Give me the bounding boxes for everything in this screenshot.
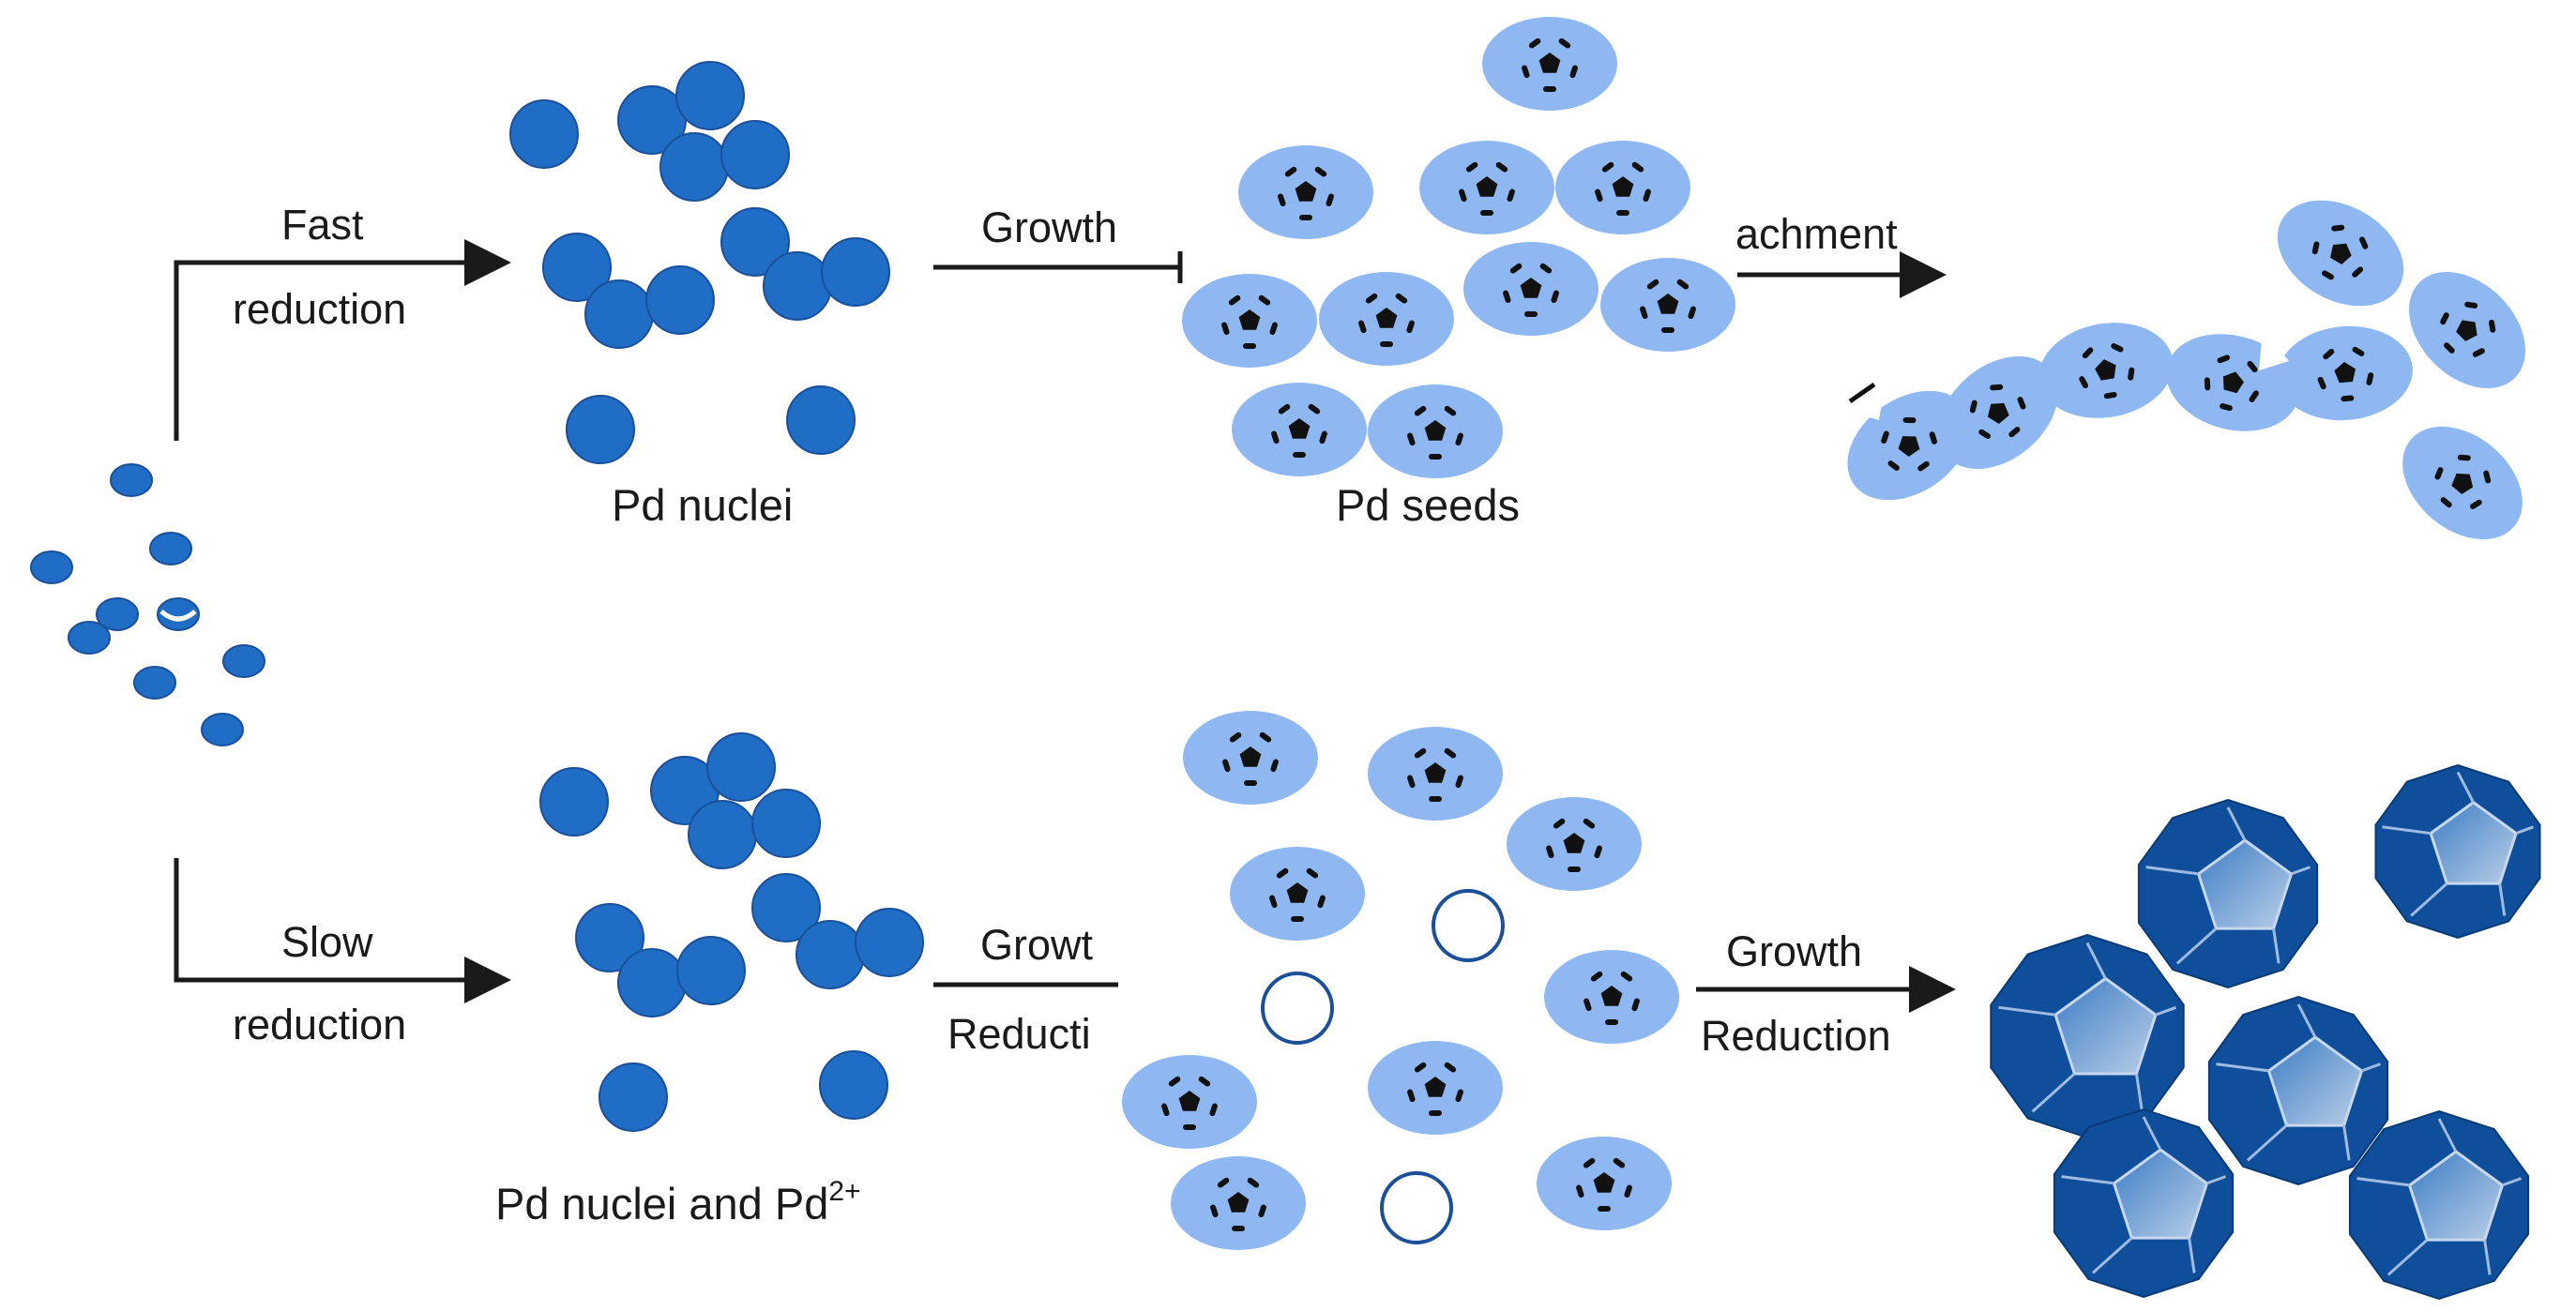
precursor-ion-icon bbox=[96, 597, 139, 631]
pd-seed-icon bbox=[1232, 383, 1367, 476]
pd-seed-icon bbox=[1507, 797, 1642, 891]
seed-notch-mark bbox=[1848, 382, 1876, 404]
pd-dodecahedra bbox=[1990, 763, 2541, 1301]
bottom-reduction-cut-label: Reducti bbox=[947, 1010, 1091, 1058]
pd-seed-icon bbox=[2277, 200, 2404, 307]
pd-seed-icon bbox=[2038, 323, 2174, 418]
seed-notch bbox=[2259, 330, 2289, 370]
bottom-growth-cut-label: Growt bbox=[980, 921, 1094, 969]
pd-seed-icon bbox=[1368, 1041, 1503, 1135]
pd-seed-icon bbox=[1463, 242, 1599, 336]
pd-nucleus-icon bbox=[751, 873, 821, 942]
pd-seed-icon bbox=[1368, 727, 1503, 821]
pd-nucleus-icon bbox=[566, 395, 635, 464]
pd-nucleus-icon bbox=[584, 279, 654, 349]
fast-reduction-arrow bbox=[174, 239, 511, 441]
pd-nucleus-icon bbox=[855, 908, 924, 977]
precursor-ion-icon bbox=[149, 532, 192, 565]
pd-seed-icon bbox=[1238, 145, 1373, 239]
pd-seed-icon bbox=[1555, 141, 1690, 234]
precursor-ion-icon bbox=[157, 597, 200, 631]
pd-ion-charge: 2+ bbox=[828, 1176, 860, 1207]
precursor-ion-icon bbox=[222, 644, 265, 678]
top-growth-label: Growth bbox=[981, 203, 1117, 251]
bottom-growth-label: Growth bbox=[1726, 927, 1862, 975]
pd-nucleus-icon bbox=[763, 251, 832, 321]
pd-seeds bbox=[1122, 17, 2525, 1250]
bottom-reduction-label: Reduction bbox=[1701, 1012, 1891, 1060]
pd-seed-icon bbox=[2278, 325, 2413, 421]
pd-nucleus-icon bbox=[720, 207, 790, 277]
pd-nucleus-icon bbox=[509, 99, 579, 169]
pd-seed-icon bbox=[1230, 847, 1365, 941]
pd-nucleus-icon bbox=[751, 789, 821, 858]
pd-dodecahedron-icon bbox=[2374, 763, 2541, 940]
pd-seed-icon bbox=[1938, 355, 2058, 470]
pd-nucleus-icon bbox=[599, 1062, 668, 1132]
precursor-ion-icon bbox=[68, 621, 111, 655]
pd-dodecahedron-icon bbox=[2348, 1109, 2530, 1301]
labels: Fast reduction Slow reduction Growth ach… bbox=[233, 201, 1898, 1228]
pd-nuclei-and-text: Pd nuclei and Pd bbox=[495, 1179, 828, 1228]
pd-seed-icon bbox=[1544, 950, 1679, 1044]
pd-seed-icon bbox=[2402, 426, 2523, 540]
pd-nucleus-icon bbox=[796, 920, 865, 989]
pd-nucleus-icon bbox=[720, 120, 790, 189]
pd-seed-icon bbox=[1419, 141, 1554, 234]
pd-nucleus-icon bbox=[659, 132, 729, 202]
pd-nucleus-icon bbox=[819, 1050, 888, 1120]
slow-reduction-label: reduction bbox=[233, 1001, 406, 1048]
pd2plus-ion-icon bbox=[1261, 972, 1334, 1045]
pd-nucleus-icon bbox=[675, 61, 745, 130]
fast-label: Fast bbox=[281, 201, 364, 249]
reaction-arrows bbox=[174, 239, 1956, 1013]
top-attachment-label: achment bbox=[1735, 210, 1898, 258]
pd-seed-icon bbox=[1600, 258, 1735, 352]
pd-dodecahedron-icon bbox=[2207, 995, 2389, 1186]
pd-seed-icon bbox=[1482, 17, 1617, 111]
pd-nucleus-icon bbox=[539, 767, 609, 836]
precursor-ion-icon bbox=[133, 666, 176, 700]
pd-nucleus-icon bbox=[688, 800, 757, 869]
pd-dodecahedron-icon bbox=[2053, 1108, 2235, 1299]
pd-seed-icon bbox=[1182, 274, 1317, 368]
pd-nucleus-icon bbox=[676, 936, 746, 1005]
pd-nuclei bbox=[509, 61, 924, 1132]
pd2plus-ion-icon bbox=[1380, 1171, 1453, 1244]
precursor-ions bbox=[30, 463, 265, 746]
pd-seed-icon bbox=[1122, 1055, 1257, 1149]
pd-seed-icon bbox=[1319, 272, 1454, 366]
pd-nuclei-label: Pd nuclei bbox=[612, 480, 793, 530]
pd-seeds-label: Pd seeds bbox=[1336, 480, 1520, 530]
precursor-ion-icon bbox=[201, 713, 244, 746]
pd-seed-icon bbox=[1368, 384, 1503, 478]
pd-nucleus-icon bbox=[575, 903, 644, 972]
pd-nucleus-icon bbox=[821, 237, 890, 307]
pd-seed-icon bbox=[2409, 272, 2525, 388]
pd-seed-icon bbox=[1183, 711, 1318, 805]
pd-nucleus-icon bbox=[706, 732, 776, 802]
seed-notch bbox=[1853, 392, 1884, 420]
fast-reduction-label: reduction bbox=[233, 285, 406, 333]
pd-nucleus-icon bbox=[645, 265, 715, 335]
pd2plus-ions bbox=[1261, 889, 1505, 1244]
pd-dodecahedron-icon bbox=[1990, 933, 2185, 1139]
precursor-ion-icon bbox=[110, 463, 153, 497]
pd-nucleus-icon bbox=[542, 233, 612, 302]
precursor-ion-icon bbox=[30, 550, 73, 584]
slow-reduction-arrow bbox=[174, 858, 511, 1003]
pd-dodecahedron-icon bbox=[2137, 798, 2319, 989]
pd-nuclei-and-ion-label: Pd nuclei and Pd2+ bbox=[495, 1176, 861, 1228]
pd2plus-ion-icon bbox=[1432, 889, 1505, 962]
pd-nucleus-icon bbox=[617, 948, 687, 1017]
pd-seed-icon bbox=[1171, 1156, 1306, 1250]
slow-label: Slow bbox=[281, 918, 373, 966]
pd-nucleus-icon bbox=[786, 385, 856, 455]
pd-seed-icon bbox=[1537, 1137, 1672, 1230]
